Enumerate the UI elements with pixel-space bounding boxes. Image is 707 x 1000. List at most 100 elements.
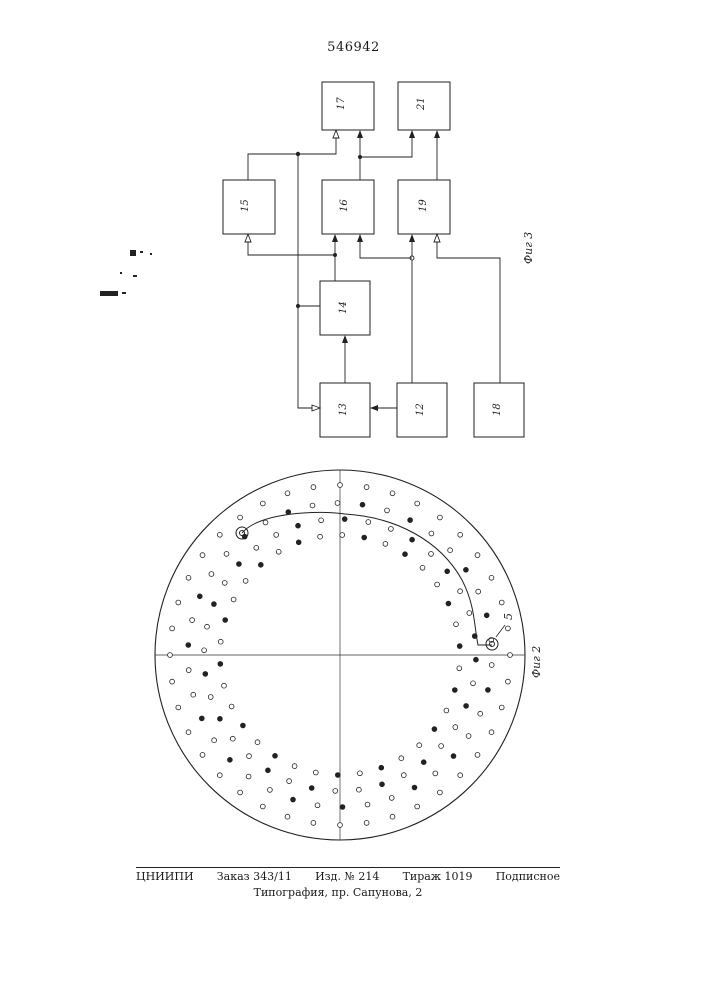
disc-hole bbox=[432, 727, 437, 732]
disc-hole bbox=[309, 786, 314, 791]
block-18-label: 18 bbox=[492, 403, 503, 416]
disc-hole bbox=[383, 542, 388, 547]
disc-hole bbox=[466, 734, 471, 739]
disc-hole bbox=[389, 527, 394, 532]
disc-hole bbox=[243, 579, 248, 584]
disc-hole bbox=[508, 653, 513, 658]
disc-hole bbox=[285, 814, 290, 819]
disc-hole bbox=[208, 695, 213, 700]
fig3-label: Фиг 3 bbox=[522, 232, 535, 264]
disc-hole bbox=[385, 508, 390, 513]
disc-hole bbox=[241, 723, 246, 728]
block-14: 14 bbox=[320, 281, 370, 335]
block-12-label: 12 bbox=[415, 403, 426, 416]
disc-hole bbox=[452, 688, 457, 693]
disc-hole bbox=[476, 589, 481, 594]
disc-hole bbox=[506, 679, 511, 684]
callout-leader bbox=[496, 625, 505, 637]
disc-hole bbox=[197, 594, 202, 599]
disc-hole bbox=[421, 760, 426, 765]
disc-hole bbox=[506, 626, 511, 631]
disc-hole bbox=[247, 754, 252, 759]
disc-hole bbox=[258, 562, 263, 567]
disc-hole bbox=[340, 805, 345, 810]
disc-hole bbox=[415, 804, 420, 809]
disc-hole bbox=[254, 545, 259, 550]
block-diagram: 17 21 15 16 19 14 bbox=[223, 82, 535, 437]
disc-hole bbox=[399, 756, 404, 761]
disc-hole bbox=[335, 773, 340, 778]
disc-hole bbox=[333, 789, 338, 794]
footer-edition: Изд. № 214 bbox=[315, 870, 379, 883]
disc-hole bbox=[486, 688, 491, 693]
block-19: 19 bbox=[398, 180, 450, 234]
disc-hole bbox=[475, 753, 480, 758]
disc-hole bbox=[389, 796, 394, 801]
disc-hole bbox=[429, 531, 434, 536]
disc-hole bbox=[224, 552, 229, 557]
block-14-label: 14 bbox=[338, 301, 349, 314]
block-18: 18 bbox=[474, 383, 524, 437]
disc-hole bbox=[315, 803, 320, 808]
disc-hole bbox=[457, 644, 462, 649]
disc-hole bbox=[217, 532, 222, 537]
block-13: 13 bbox=[320, 383, 370, 437]
disc-hole bbox=[199, 716, 204, 721]
disc-hole bbox=[276, 549, 281, 554]
block-16: 16 bbox=[322, 180, 374, 234]
disc-hole bbox=[357, 787, 362, 792]
footer-row: ЦНИИПИ Заказ 343/11 Изд. № 214 Тираж 101… bbox=[136, 870, 560, 883]
disc-hole bbox=[365, 802, 370, 807]
disc-hole bbox=[230, 736, 235, 741]
disc-hole bbox=[168, 653, 173, 658]
disc-hole bbox=[203, 672, 208, 677]
disc-hole bbox=[408, 518, 413, 523]
scan-artifacts bbox=[100, 250, 152, 296]
disc-hole bbox=[209, 572, 214, 577]
disc-hole bbox=[335, 501, 340, 506]
disc-figure: 5 Фиг 2 bbox=[155, 470, 543, 840]
disc-hole bbox=[200, 553, 205, 558]
disc-hole bbox=[448, 548, 453, 553]
disc-hole bbox=[310, 503, 315, 508]
disc-hole bbox=[417, 743, 422, 748]
disc-hole bbox=[170, 626, 175, 631]
disc-hole bbox=[445, 569, 450, 574]
disc-hole bbox=[176, 705, 181, 710]
disc-hole bbox=[499, 705, 504, 710]
block-15: 15 bbox=[223, 180, 275, 234]
disc-hole bbox=[170, 679, 175, 684]
disc-hole bbox=[458, 773, 463, 778]
disc-hole bbox=[223, 618, 228, 623]
disc-hole bbox=[420, 565, 425, 570]
disc-hole bbox=[212, 602, 217, 607]
disc-hole bbox=[287, 779, 292, 784]
disc-hole bbox=[338, 823, 343, 828]
disc-hole bbox=[212, 738, 217, 743]
footer-org: ЦНИИПИ bbox=[136, 870, 194, 883]
disc-hole bbox=[489, 730, 494, 735]
disc-hole bbox=[319, 518, 324, 523]
disc-hole bbox=[311, 485, 316, 490]
disc-hole bbox=[467, 611, 472, 616]
disc-hole bbox=[358, 771, 363, 776]
disc-hole bbox=[231, 597, 236, 602]
disc-hole bbox=[296, 540, 301, 545]
disc-hole bbox=[484, 613, 489, 618]
block-21-label: 21 bbox=[416, 97, 427, 111]
disc-hole bbox=[457, 666, 462, 671]
disc-hole bbox=[489, 575, 494, 580]
disc-hole bbox=[380, 782, 385, 787]
disc-hole bbox=[217, 773, 222, 778]
disc-hole bbox=[218, 662, 223, 667]
disc-hole bbox=[285, 491, 290, 496]
disc-hole bbox=[446, 601, 451, 606]
footer-printing: Типография, пр. Сапунова, 2 bbox=[136, 886, 560, 899]
block-17-label: 17 bbox=[336, 97, 347, 110]
disc-hole bbox=[263, 520, 268, 525]
disc-hole bbox=[338, 483, 343, 488]
disc-hole bbox=[218, 716, 223, 721]
disc-hole bbox=[474, 657, 479, 662]
